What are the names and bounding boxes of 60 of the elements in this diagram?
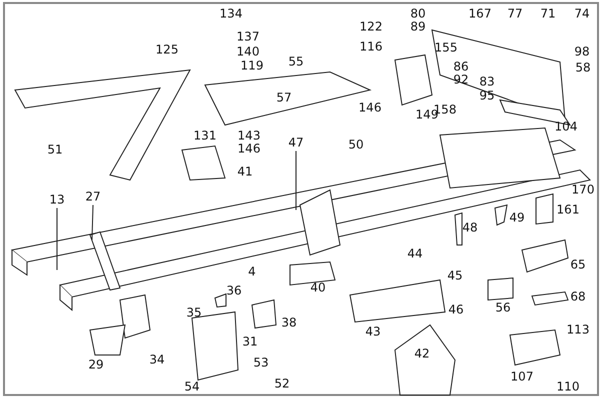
callout-number: 143 <box>238 130 260 142</box>
callout-number: 104 <box>554 120 578 134</box>
callout-number: 107 <box>510 370 534 384</box>
callout-number: 155 <box>434 42 458 54</box>
callout-number: 52 <box>274 378 290 390</box>
callout-number: 131 <box>194 130 216 142</box>
callout-number: 71 <box>540 8 556 20</box>
callout-number: 89 <box>410 20 426 34</box>
callout-number: 68 <box>570 290 586 304</box>
callout-number: 80 <box>410 8 426 20</box>
callout-number: 54 <box>184 380 200 394</box>
callout-number: 48 <box>462 222 478 234</box>
callout-number: 140 <box>236 46 260 58</box>
callout-number: 167 <box>468 8 492 20</box>
callout-number: 170 <box>572 184 594 196</box>
callout-number: 27 <box>85 190 101 204</box>
callout-number: 125 <box>156 44 178 56</box>
callout-number: 119 <box>240 60 264 72</box>
callout-number: 95 <box>479 90 495 102</box>
leader-line <box>56 208 58 270</box>
callout-number: 49 <box>509 212 525 224</box>
callout-number: 116 <box>360 40 382 54</box>
callout-number: 38 <box>281 316 297 330</box>
callout-number: 35 <box>186 306 202 320</box>
callout-number: 45 <box>447 270 463 282</box>
callout-number: 34 <box>149 354 165 366</box>
callout-number: 83 <box>479 76 495 88</box>
callout-number: 4 <box>248 266 256 278</box>
leader-line <box>92 204 94 240</box>
callout-number: 36 <box>226 284 242 298</box>
callout-number: 137 <box>236 30 260 44</box>
callout-number: 47 <box>288 136 304 150</box>
callout-number: 40 <box>310 282 326 294</box>
callout-number: 122 <box>360 20 382 34</box>
callout-number: 53 <box>253 356 269 370</box>
callout-number: 77 <box>507 8 523 20</box>
callout-number: 134 <box>220 8 242 20</box>
callout-number: 43 <box>365 326 381 338</box>
callout-number: 58 <box>575 62 591 74</box>
callout-number: 46 <box>448 304 464 316</box>
callout-number: 86 <box>453 60 469 74</box>
callout-number: 74 <box>574 8 590 20</box>
callout-number: 113 <box>566 324 590 336</box>
callout-number: 41 <box>237 166 253 178</box>
callout-number: 65 <box>570 258 586 272</box>
callout-number: 57 <box>276 92 292 104</box>
callout-number: 98 <box>574 46 590 58</box>
callout-number: 161 <box>556 204 580 216</box>
callout-number: 55 <box>288 56 304 68</box>
callout-number: 50 <box>348 138 364 152</box>
callout-number: 146 <box>238 142 260 156</box>
callout-number: 13 <box>49 194 65 206</box>
callout-number: 29 <box>88 358 104 372</box>
callout-number: 56 <box>495 302 511 314</box>
callout-number: 42 <box>414 348 430 360</box>
callout-number: 44 <box>407 248 423 260</box>
callout-number: 146 <box>358 102 382 114</box>
callout-number: 31 <box>242 336 258 348</box>
callout-number: 110 <box>556 380 580 394</box>
callout-number: 51 <box>47 144 63 156</box>
